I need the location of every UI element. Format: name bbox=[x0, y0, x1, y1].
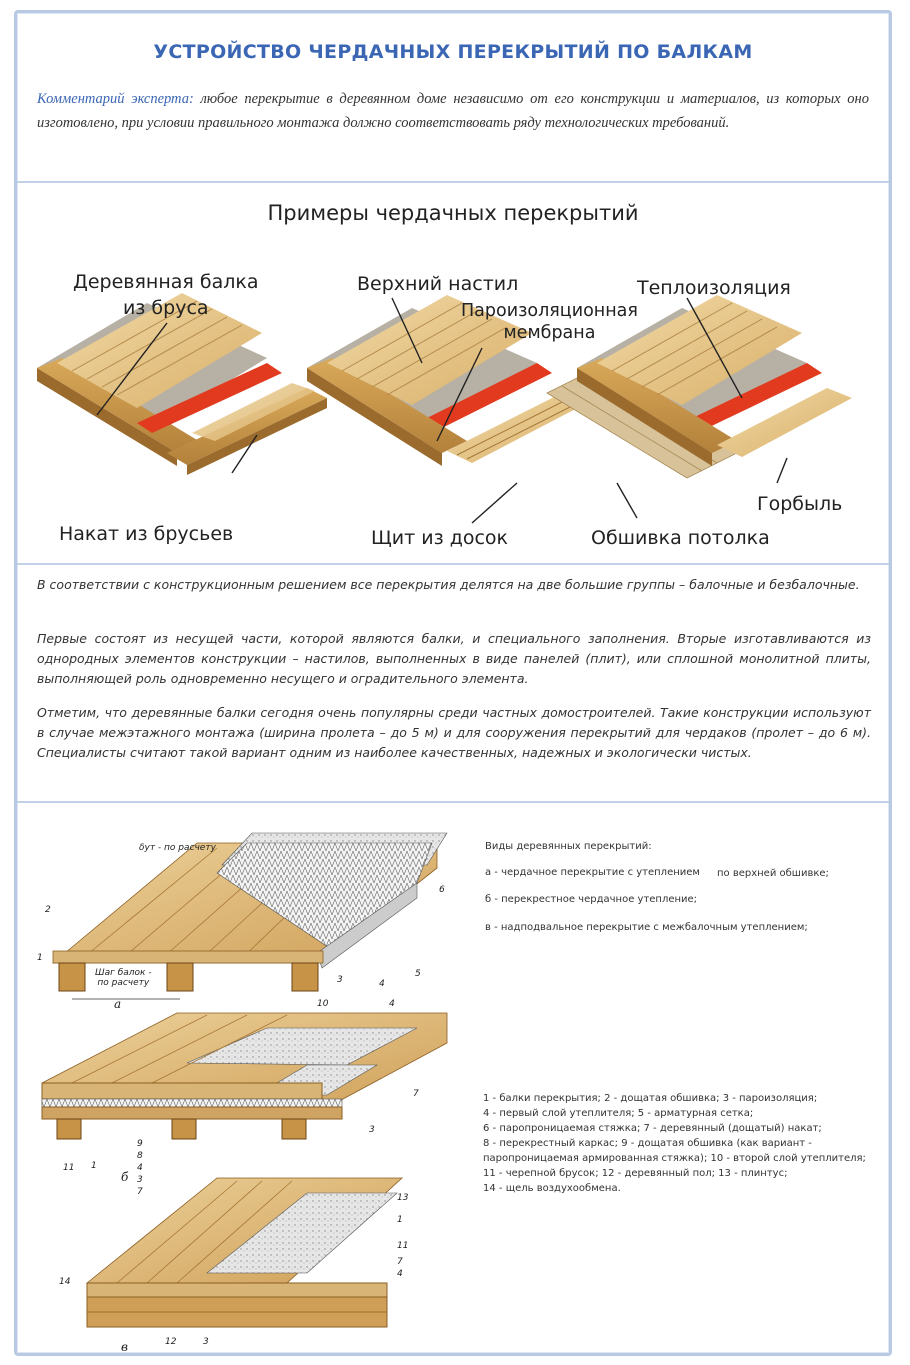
expert-comment: Комментарий эксперта: любое перекрытие в… bbox=[37, 87, 869, 135]
callout-b3b: 3 bbox=[137, 1175, 143, 1185]
label-ceiling-lining: Обшивка потолка bbox=[591, 527, 770, 549]
types-title: Виды деревянных перекрытий: bbox=[485, 841, 652, 852]
type-a-2: по верхней обшивке; bbox=[717, 868, 829, 879]
paragraph-3: Отметим, что деревянные балки сегодня оч… bbox=[37, 705, 871, 760]
leader-lines bbox=[96, 297, 788, 524]
callout-a3: 3 bbox=[337, 975, 343, 985]
callout-a2: 2 bbox=[45, 905, 51, 915]
header-section: УСТРОЙСТВО ЧЕРДАЧНЫХ ПЕРЕКРЫТИЙ ПО БАЛКА… bbox=[17, 13, 889, 183]
label-slab: Горбыль bbox=[757, 493, 843, 515]
dim-insulation-thickness: δут - по расчету bbox=[139, 843, 216, 853]
callout-b9: 9 bbox=[137, 1139, 143, 1149]
callout-b7: 7 bbox=[413, 1089, 419, 1099]
examples-illustration bbox=[37, 293, 852, 524]
page-title: УСТРОЙСТВО ЧЕРДАЧНЫХ ПЕРЕКРЫТИЙ ПО БАЛКА… bbox=[153, 41, 753, 63]
callout-b4b: 4 bbox=[137, 1163, 143, 1173]
callout-a5: 5 bbox=[415, 969, 421, 979]
legend-line: 1 - балки перекрытия; 2 - дощатая обшивк… bbox=[483, 1093, 818, 1104]
diagram-section: Виды деревянных перекрытий: а - чердачно… bbox=[17, 803, 889, 1353]
drawing-c bbox=[85, 1177, 404, 1328]
callout-a4: 4 bbox=[379, 979, 385, 989]
label-wood-beam: Деревянная балка из бруса bbox=[73, 271, 259, 319]
callout-b4: 4 bbox=[389, 999, 395, 1009]
type-b: б - перекрестное чердачное утепление; bbox=[485, 894, 698, 905]
examples-title: Примеры чердачных перекрытий bbox=[267, 201, 639, 225]
expert-text: любое перекрытие в деревянном доме незав… bbox=[37, 91, 870, 131]
example-2-drawing bbox=[307, 295, 587, 466]
callout-b8: 8 bbox=[137, 1151, 143, 1161]
legend-line: 14 - щель воздухообмена. bbox=[483, 1183, 621, 1194]
expert-lead: Комментарий эксперта: bbox=[37, 91, 194, 107]
drawing-a bbox=[51, 832, 448, 1000]
paragraph-1: В соответствии с конструкционным решение… bbox=[37, 577, 860, 592]
type-a: а - чердачное перекрытие с утеплением bbox=[485, 867, 700, 878]
letter-c: в bbox=[121, 1340, 128, 1354]
callout-c11: 11 bbox=[397, 1241, 409, 1251]
infographic-frame: УСТРОЙСТВО ЧЕРДАЧНЫХ ПЕРЕКРЫТИЙ ПО БАЛКА… bbox=[14, 10, 892, 1356]
label-board-shield: Щит из досок bbox=[371, 527, 509, 549]
legend-line: паропроницаемая армированная стяжка); 10… bbox=[483, 1153, 866, 1164]
letter-b: б bbox=[121, 1170, 129, 1184]
callout-c1: 1 bbox=[397, 1215, 403, 1225]
examples-section: Примеры чердачных перекрытий bbox=[17, 183, 889, 565]
letter-a: а bbox=[114, 997, 122, 1011]
dim-beam-step: Шаг балок - по расчету bbox=[95, 968, 152, 988]
callout-a1: 1 bbox=[37, 953, 43, 963]
callout-b1: 1 bbox=[91, 1161, 97, 1171]
label-top-deck: Верхний настил bbox=[357, 273, 519, 295]
callout-c12: 12 bbox=[165, 1337, 177, 1347]
type-c: в - надподвальное перекрытие с межбалочн… bbox=[485, 922, 808, 933]
callout-c13: 13 bbox=[397, 1193, 409, 1203]
example-1-drawing bbox=[37, 293, 327, 475]
callout-b3: 3 bbox=[369, 1125, 375, 1135]
legend-line: 8 - перекрестный каркас; 9 - дощатая обш… bbox=[483, 1138, 812, 1149]
example-3-drawing bbox=[546, 295, 852, 479]
legend-line: 6 - паропроницаемая стяжка; 7 - деревянн… bbox=[483, 1123, 822, 1134]
callout-b7b: 7 bbox=[137, 1187, 143, 1197]
legend-block: 1 - балки перекрытия; 2 - дощатая обшивк… bbox=[483, 1091, 866, 1196]
label-insulation: Теплоизоляция bbox=[637, 277, 791, 299]
paragraph-2: Первые состоят из несущей части, которой… bbox=[37, 631, 871, 686]
drawing-b bbox=[41, 1012, 448, 1140]
technical-drawings bbox=[41, 832, 448, 1328]
legend-line: 4 - первый слой утеплителя; 5 - арматурн… bbox=[483, 1108, 754, 1119]
legend-line: 11 - черепной брусок; 12 - деревянный по… bbox=[483, 1168, 788, 1179]
callout-c3: 3 bbox=[203, 1337, 209, 1347]
callout-c4: 4 bbox=[397, 1269, 403, 1279]
callout-b11: 11 bbox=[63, 1163, 75, 1173]
label-vapor-membrane: Пароизоляционная мембрана bbox=[461, 301, 638, 343]
callout-c7: 7 bbox=[397, 1257, 403, 1267]
label-bar-roll: Накат из брусьев bbox=[59, 523, 234, 545]
callout-a6: 6 bbox=[439, 885, 445, 895]
text-section: В соответствии с конструкционным решение… bbox=[17, 565, 889, 803]
callout-c14: 14 bbox=[59, 1277, 71, 1287]
callout-b10: 10 bbox=[317, 999, 329, 1009]
